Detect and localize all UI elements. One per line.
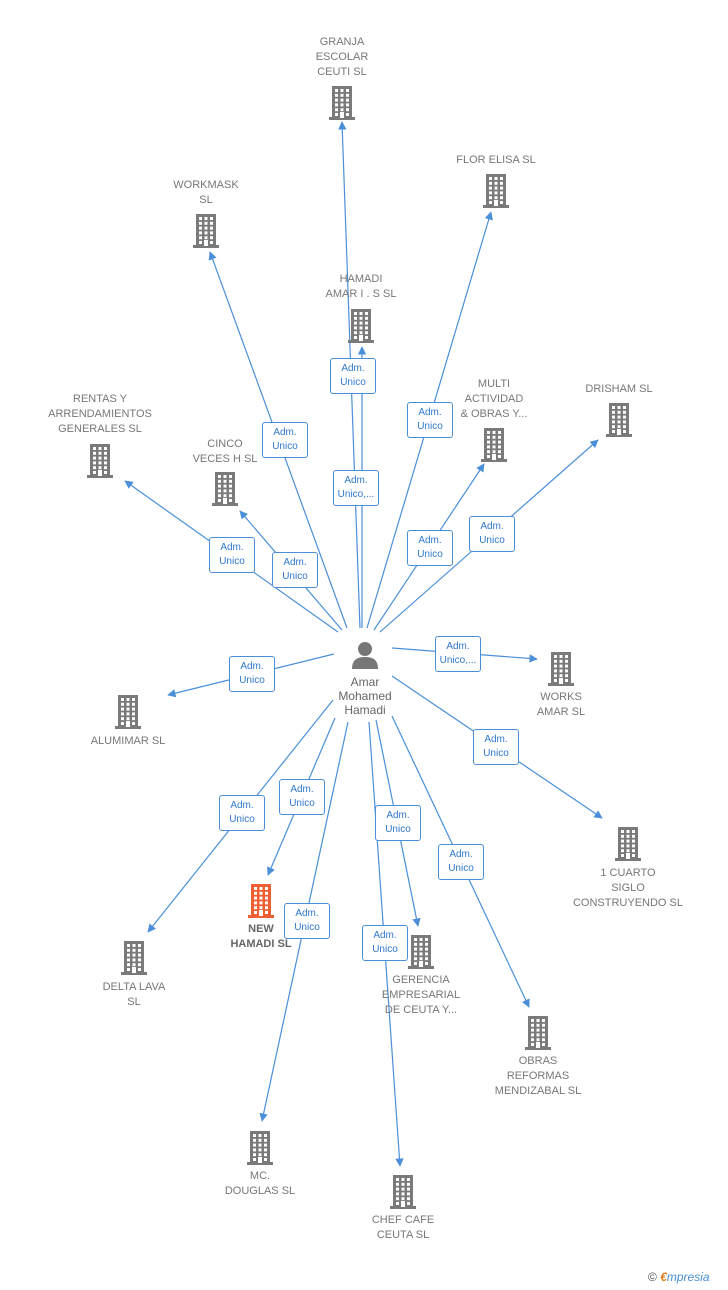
company-node-chef[interactable]: CHEF CAFE CEUTA SL (338, 1173, 468, 1243)
building-icon (408, 935, 434, 969)
edge-label-gerencia[interactable]: Adm. Unico (375, 805, 421, 841)
building-icon (606, 403, 632, 437)
company-node-works[interactable]: WORKS AMAR SL (496, 650, 626, 720)
edge-label-mcdouglas[interactable]: Adm. Unico (284, 903, 330, 939)
company-label: CINCO VECES H SL (192, 438, 258, 465)
edge-label-alumimar[interactable]: Adm. Unico (229, 656, 275, 692)
building-icon (193, 214, 219, 248)
company-node-cinco[interactable]: CINCO VECES H SL (160, 437, 290, 506)
edge-label-drisham[interactable]: Adm. Unico (469, 516, 515, 552)
building-icon (483, 174, 509, 208)
company-label: WORKS AMAR SL (536, 691, 586, 718)
brand-name: mpresia (666, 1270, 710, 1284)
building-icon (248, 884, 274, 918)
building-icon (87, 444, 113, 478)
company-label: MC. DOUGLAS SL (224, 1170, 296, 1197)
company-node-workmask[interactable]: WORKMASK SL (141, 178, 271, 248)
company-label: ALUMIMAR SL (90, 735, 166, 747)
company-label: WORKMASK SL (173, 179, 239, 206)
building-icon (115, 695, 141, 729)
building-icon (548, 652, 574, 686)
edge-label-newhamadi[interactable]: Adm. Unico (279, 779, 325, 815)
edge-label-granja[interactable]: Adm. Unico (330, 358, 376, 394)
company-label: DELTA LAVA SL (102, 981, 166, 1008)
company-label: HAMADI AMAR I . S SL (325, 273, 397, 300)
company-node-mcdouglas[interactable]: MC. DOUGLAS SL (195, 1129, 325, 1199)
person-icon (352, 642, 378, 669)
company-node-flor[interactable]: FLOR ELISA SL (431, 153, 561, 208)
company-label: MULTI ACTIVIDAD & OBRAS Y... (460, 378, 528, 420)
company-node-rentas[interactable]: RENTAS Y ARRENDAMIENTOS GENERALES SL (35, 392, 165, 478)
company-label: CHEF CAFE CEUTA SL (371, 1214, 435, 1241)
copyright-symbol: © (648, 1270, 657, 1284)
company-node-drisham[interactable]: DRISHAM SL (554, 382, 684, 437)
edge-label-flor[interactable]: Adm. Unico (407, 402, 453, 438)
company-node-newhamadi[interactable]: NEW HAMADI SL (196, 882, 326, 952)
company-node-multi[interactable]: MULTI ACTIVIDAD & OBRAS Y... (429, 377, 559, 462)
edge-label-obras[interactable]: Adm. Unico (438, 844, 484, 880)
company-label: RENTAS Y ARRENDAMIENTOS GENERALES SL (48, 393, 152, 435)
company-label: OBRAS REFORMAS MENDIZABAL SL (494, 1055, 582, 1097)
building-icon (348, 309, 374, 343)
company-label: GERENCIA EMPRESARIAL DE CEUTA Y... (381, 974, 461, 1016)
building-icon (212, 472, 238, 506)
person-node[interactable]: Amar Mohamed Hamadi (310, 640, 420, 717)
company-node-cuarto[interactable]: 1 CUARTO SIGLO CONSTRUYENDO SL (563, 825, 693, 911)
edge-label-delta[interactable]: Adm. Unico (219, 795, 265, 831)
edge-label-cinco[interactable]: Adm. Unico (272, 552, 318, 588)
brand-footer[interactable]: © €mpresia (648, 1270, 710, 1284)
edge-label-rentas[interactable]: Adm. Unico (209, 537, 255, 573)
edge-label-workmask[interactable]: Adm. Unico (262, 422, 308, 458)
company-label: FLOR ELISA SL (456, 154, 536, 166)
person-name: Amar Mohamed Hamadi (338, 675, 392, 717)
building-icon (481, 428, 507, 462)
company-label: 1 CUARTO SIGLO CONSTRUYENDO SL (572, 867, 684, 909)
building-icon (329, 86, 355, 120)
company-node-granja[interactable]: GRANJA ESCOLAR CEUTI SL (277, 35, 407, 120)
building-icon (525, 1016, 551, 1050)
building-icon (390, 1175, 416, 1209)
company-node-gerencia[interactable]: GERENCIA EMPRESARIAL DE CEUTA Y... (356, 933, 486, 1018)
edge-label-chef[interactable]: Adm. Unico (362, 925, 408, 961)
edge-label-multi[interactable]: Adm. Unico (407, 530, 453, 566)
company-node-obras[interactable]: OBRAS REFORMAS MENDIZABAL SL (473, 1014, 603, 1099)
company-node-hamadiamar[interactable]: HAMADI AMAR I . S SL (296, 272, 426, 343)
edge-label-works[interactable]: Adm. Unico,... (435, 636, 481, 672)
company-node-alumimar[interactable]: ALUMIMAR SL (63, 693, 193, 749)
building-icon (121, 941, 147, 975)
company-label: GRANJA ESCOLAR CEUTI SL (315, 36, 369, 78)
company-node-delta[interactable]: DELTA LAVA SL (69, 939, 199, 1010)
company-label: DRISHAM SL (585, 383, 653, 395)
edge-label-cuarto[interactable]: Adm. Unico (473, 729, 519, 765)
company-label: NEW HAMADI SL (230, 923, 292, 950)
building-icon (615, 827, 641, 861)
building-icon (247, 1131, 273, 1165)
edge-label-hamadiamar[interactable]: Adm. Unico,... (333, 470, 379, 506)
brand-logo-e: € (660, 1270, 667, 1284)
